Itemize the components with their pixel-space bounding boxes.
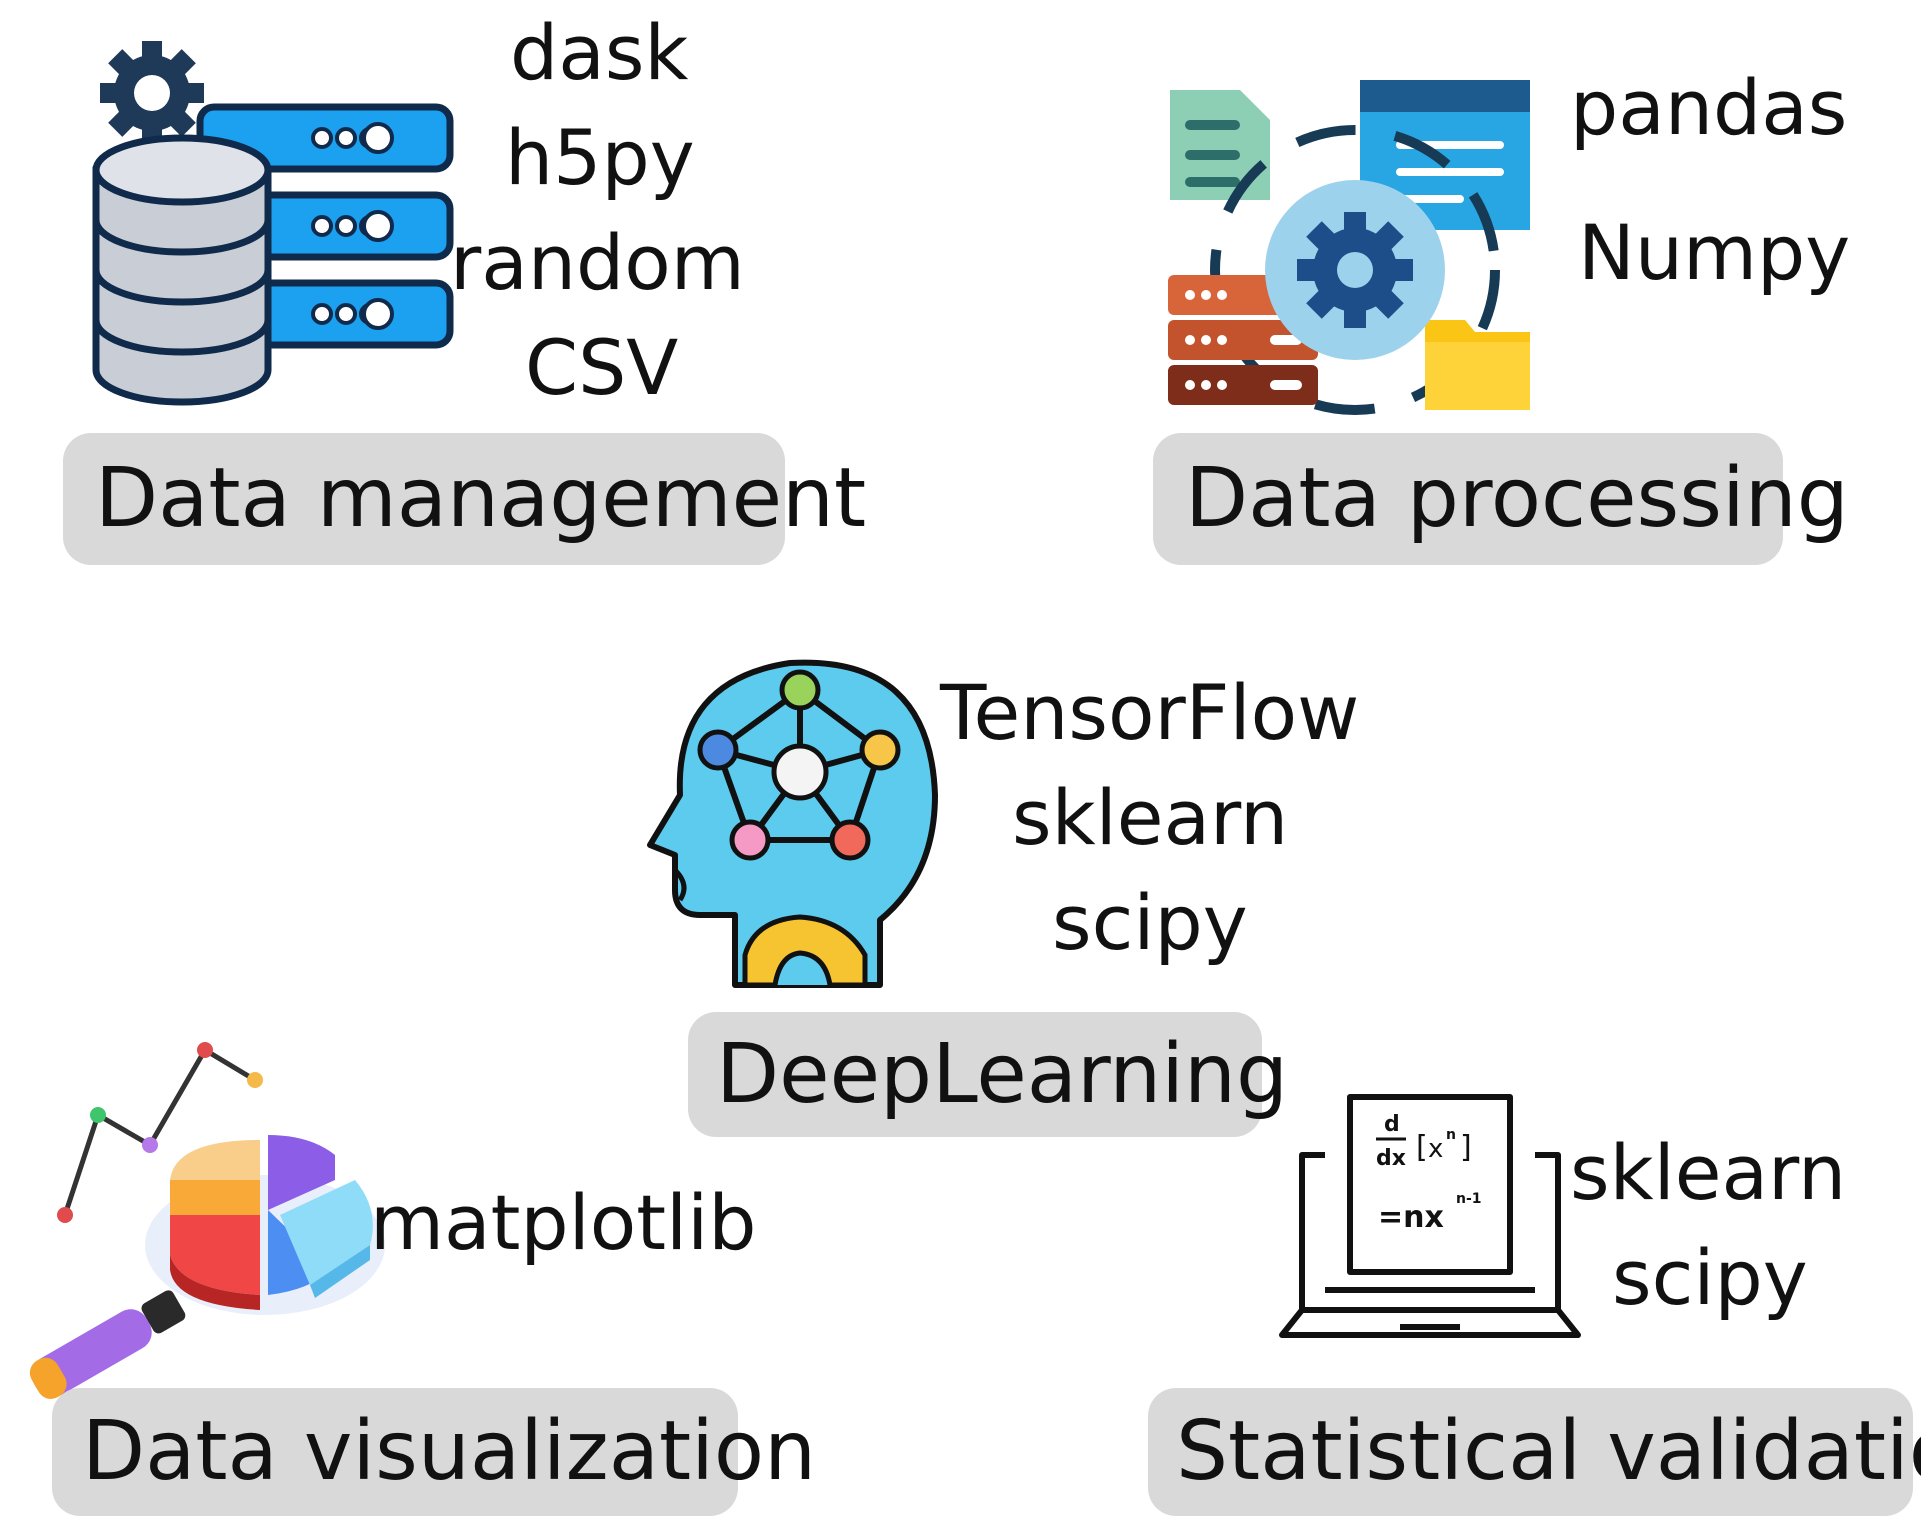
chart-magnifier-icon: [29, 1042, 385, 1399]
tool-label: random: [450, 218, 745, 307]
deep-learning-tools: TensorFlow sklearn scipy: [940, 675, 1380, 985]
formula-n: n: [1446, 1127, 1456, 1143]
svg-text:]: ]: [1460, 1130, 1472, 1165]
formula-exp: n-1: [1456, 1191, 1482, 1207]
data-visualization-label: Data visualization: [52, 1388, 816, 1516]
deep-learning-label: Deep Learning: [688, 1012, 1288, 1137]
panel-title: Data management: [95, 451, 867, 546]
tool-label: Numpy: [1578, 208, 1851, 297]
panel-title-word: Deep: [716, 1026, 933, 1122]
panel-title-word: Learning: [932, 1026, 1289, 1122]
data-management-label: Data management: [63, 433, 866, 565]
data-processing-label: Data processing: [1153, 433, 1849, 565]
formula-d: d: [1384, 1112, 1400, 1137]
tool-label: sklearn: [1012, 773, 1289, 862]
panel-title: Data processing: [1185, 451, 1849, 546]
formula-dx: dx: [1376, 1146, 1406, 1171]
data-processing-gear-icon: [1168, 80, 1530, 415]
statistical-validation-label: Statistical validation: [1148, 1388, 1921, 1516]
tool-label: pandas: [1570, 63, 1848, 152]
data-visualization-tools: matplotlib: [370, 1185, 757, 1275]
data-management-tools: dask h5py random CSV: [440, 8, 745, 412]
database-server-icon: [92, 41, 454, 406]
brain-network-head-icon: [647, 659, 938, 988]
laptop-derivative-icon: d dx [ x n ] =nx n-1: [1279, 1094, 1581, 1338]
statistical-validation-tools: sklearn scipy: [1570, 1135, 1890, 1335]
panel-title: Data visualization: [82, 1404, 817, 1499]
tool-label: dask: [510, 8, 689, 97]
data-processing-tools: pandas Numpy: [1570, 70, 1870, 310]
tool-label: CSV: [525, 323, 679, 412]
tool-label: sklearn: [1570, 1128, 1847, 1217]
tool-label: scipy: [1052, 878, 1248, 967]
tool-label: scipy: [1612, 1233, 1808, 1322]
tool-label: h5py: [505, 113, 695, 202]
panel-title: Statistical validation: [1176, 1404, 1921, 1499]
formula-result: =nx: [1378, 1200, 1444, 1235]
formula-x: x: [1428, 1134, 1443, 1164]
tool-label: matplotlib: [370, 1178, 757, 1267]
tool-label: TensorFlow: [940, 668, 1360, 757]
svg-text:[: [: [1416, 1130, 1428, 1165]
